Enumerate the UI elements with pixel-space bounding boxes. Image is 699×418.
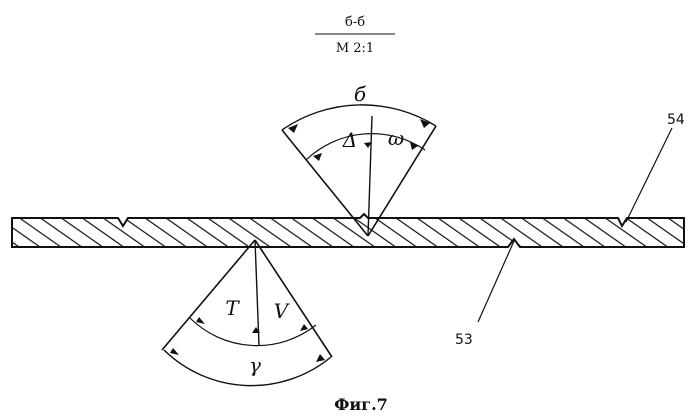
- leader-line-54: [626, 128, 672, 222]
- angle-label-bottom-outer: γ: [249, 353, 261, 377]
- section-scale: М 2:1: [336, 41, 374, 56]
- angle-label-top-left: Δ: [342, 128, 357, 152]
- plate-section: [12, 210, 684, 255]
- angle-label-top-right: ω: [388, 126, 404, 150]
- section-name: б-б: [345, 15, 365, 30]
- ref-54: 54: [667, 112, 685, 128]
- angle-label-top-outer: б: [354, 82, 367, 106]
- bottom-sector: [162, 240, 332, 386]
- angle-label-bottom-left: T: [225, 296, 240, 320]
- ref-53: 53: [455, 332, 473, 348]
- top-sector: [282, 105, 436, 236]
- angle-label-bottom-right: V: [274, 299, 291, 323]
- figure-caption: Фиг.7: [334, 395, 388, 414]
- leader-line-53: [478, 241, 514, 322]
